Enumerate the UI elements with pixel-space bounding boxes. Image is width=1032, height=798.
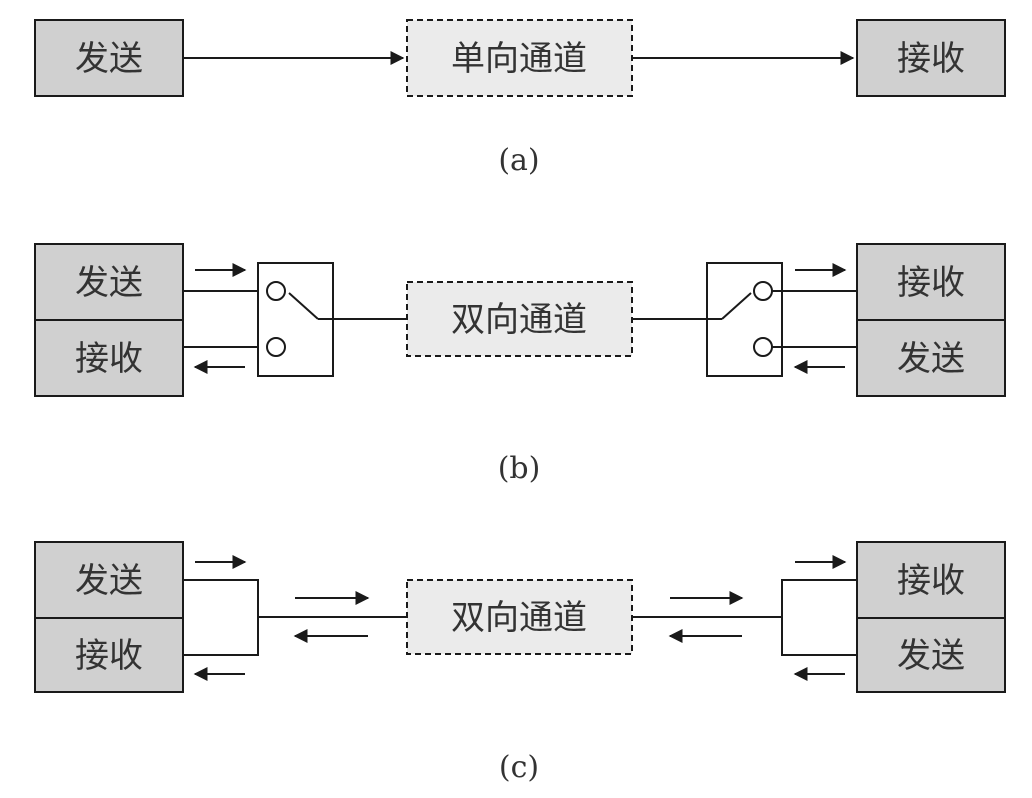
simplex-channel-box: 单向通道 — [406, 19, 633, 97]
diagram-b-half-duplex: 发送 接收 双向通道 — [34, 243, 1006, 486]
left-bracket-wire — [183, 579, 259, 656]
full-duplex-channel-label: 双向通道 — [451, 598, 587, 638]
right-send-label: 发送 — [897, 636, 965, 676]
left-receive-label: 接收 — [75, 339, 143, 379]
caption-a: (a) — [498, 143, 539, 178]
left-station: 发送 接收 — [34, 541, 184, 693]
simplex-channel-label: 单向通道 — [451, 39, 587, 79]
half-duplex-channel-label: 双向通道 — [451, 300, 587, 340]
right-switch — [706, 262, 783, 377]
receive-box: 接收 — [856, 19, 1006, 97]
receive-label: 接收 — [897, 39, 965, 79]
left-station: 发送 接收 — [34, 243, 184, 397]
left-receive-label: 接收 — [75, 636, 143, 676]
right-station: 接收 发送 — [856, 243, 1006, 397]
right-bracket-wire — [781, 579, 857, 656]
diagram-c-full-duplex: 发送 接收 双向通道 接收 发送 (c) — [34, 541, 1006, 785]
right-station: 接收 发送 — [856, 541, 1006, 693]
send-label: 发送 — [75, 39, 143, 79]
caption-b: (b) — [498, 451, 541, 486]
left-send-label: 发送 — [75, 263, 143, 303]
send-box: 发送 — [34, 19, 184, 97]
left-switch — [257, 262, 334, 377]
right-receive-label: 接收 — [897, 561, 965, 601]
right-send-label: 发送 — [897, 339, 965, 379]
full-duplex-channel-box: 双向通道 — [406, 579, 633, 655]
right-receive-label: 接收 — [897, 263, 965, 303]
half-duplex-channel-box: 双向通道 — [406, 281, 633, 357]
left-send-label: 发送 — [75, 561, 143, 601]
caption-c: (c) — [499, 750, 539, 785]
diagram-a-simplex: 发送 单向通道 接收 (a) — [34, 19, 1006, 178]
